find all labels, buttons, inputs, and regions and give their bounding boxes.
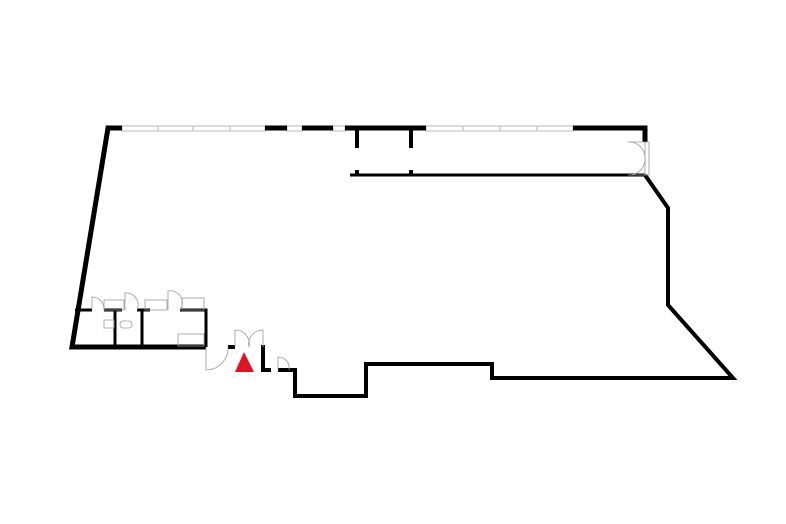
sink-fixture [177, 333, 205, 347]
interior-walls [75, 128, 645, 347]
exterior-walls [69, 125, 738, 398]
entrance-triangle-icon [235, 352, 254, 372]
fixtures [103, 297, 205, 347]
counter-fixture [181, 297, 205, 311]
entrance-wall [261, 345, 271, 372]
top-wall-seg [265, 125, 648, 142]
toilet-fixture [119, 320, 133, 329]
counter-fixture [144, 299, 168, 311]
counter-fixture [103, 299, 125, 311]
top-wall-left [69, 125, 206, 350]
right-wall [278, 173, 738, 398]
doors [91, 141, 650, 371]
toilet-fixture [103, 319, 115, 329]
